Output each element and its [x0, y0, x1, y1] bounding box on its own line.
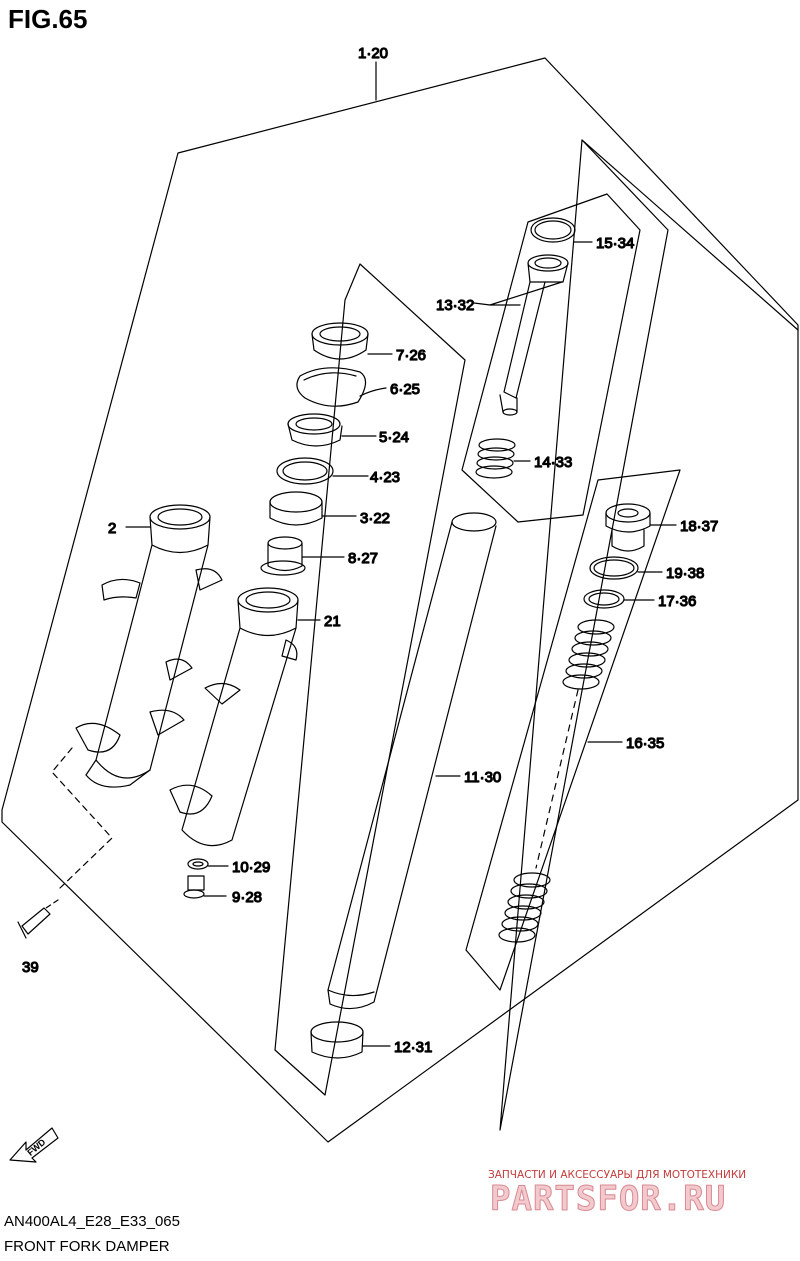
figure-title: FIG.65: [8, 4, 88, 34]
part-4-washer[interactable]: [276, 457, 334, 485]
label-2: 2: [108, 520, 116, 537]
part-2-outer-tube-left[interactable]: [75, 504, 223, 788]
label-1: 1·20: [358, 45, 388, 62]
part-15-ring[interactable]: [530, 217, 576, 243]
part-13-damper-rod[interactable]: [499, 254, 569, 416]
part-5-oil-seal[interactable]: [287, 413, 343, 447]
fwd-arrow-icon: FWD: [9, 1127, 59, 1163]
label-4: 4·23: [370, 469, 400, 486]
label-21: 21: [324, 613, 341, 630]
part-19-o-ring[interactable]: [589, 556, 639, 580]
label-7: 7·26: [396, 347, 426, 364]
label-15: 15·34: [596, 235, 634, 252]
label-5: 5·24: [379, 429, 409, 446]
label-14: 14·33: [534, 454, 572, 471]
part-10-gasket[interactable]: [187, 858, 209, 870]
part-6-stopper-ring[interactable]: [296, 367, 367, 407]
assembly-outline-16: [465, 469, 681, 991]
label-39: 39: [22, 959, 39, 976]
dashed-link-39: [51, 747, 113, 889]
part-9-bolt[interactable]: [183, 875, 205, 899]
part-11-inner-tube[interactable]: [327, 512, 497, 1010]
label-17: 17·36: [658, 593, 696, 610]
part-12-slide-bush[interactable]: [310, 1021, 364, 1059]
part-7-dust-seal[interactable]: [311, 322, 369, 360]
watermark-brand: PARTSFOR.RU: [490, 1179, 726, 1219]
label-9: 9·28: [232, 889, 262, 906]
figure-name: FRONT FORK DAMPER: [4, 1238, 170, 1255]
label-11: 11·30: [464, 769, 501, 786]
assembly-outline-1: [1, 57, 799, 1143]
part-18-cap-bolt[interactable]: [605, 503, 651, 552]
part-21-outer-tube-right[interactable]: [169, 587, 299, 847]
label-18: 18·37: [680, 518, 718, 535]
label-3: 3·22: [360, 510, 390, 527]
part-8-oil-lock-piece[interactable]: [260, 536, 306, 576]
part-16-fork-spring[interactable]: [498, 619, 615, 943]
inner-outline: [581, 139, 799, 331]
label-12: 12·31: [394, 1039, 432, 1056]
figure-code: AN400AL4_E28_E33_065: [4, 1213, 180, 1230]
leader-lines: [203, 241, 677, 1047]
part-14-rebound-spring[interactable]: [475, 438, 516, 479]
label-6: 6·25: [390, 381, 420, 398]
label-19: 19·38: [666, 565, 704, 582]
label-16: 16·35: [626, 735, 664, 752]
leader-39: [45, 899, 59, 909]
label-10: 10·29: [232, 859, 270, 876]
assembly-outline-11: [499, 139, 669, 1131]
part-39-bolt[interactable]: [17, 907, 51, 939]
assembly-outline-13: [461, 193, 641, 523]
label-8: 8·27: [348, 550, 378, 567]
assembly-outline-upper: [274, 263, 466, 1096]
part-3-guide-bush[interactable]: [269, 491, 323, 526]
part-17-washer[interactable]: [583, 589, 625, 609]
label-13: 13·32: [436, 297, 474, 314]
watermark-tagline: ЗАПЧАСТИ И АКСЕССУАРЫ ДЛЯ МОТОТЕХНИКИ: [488, 1169, 746, 1181]
